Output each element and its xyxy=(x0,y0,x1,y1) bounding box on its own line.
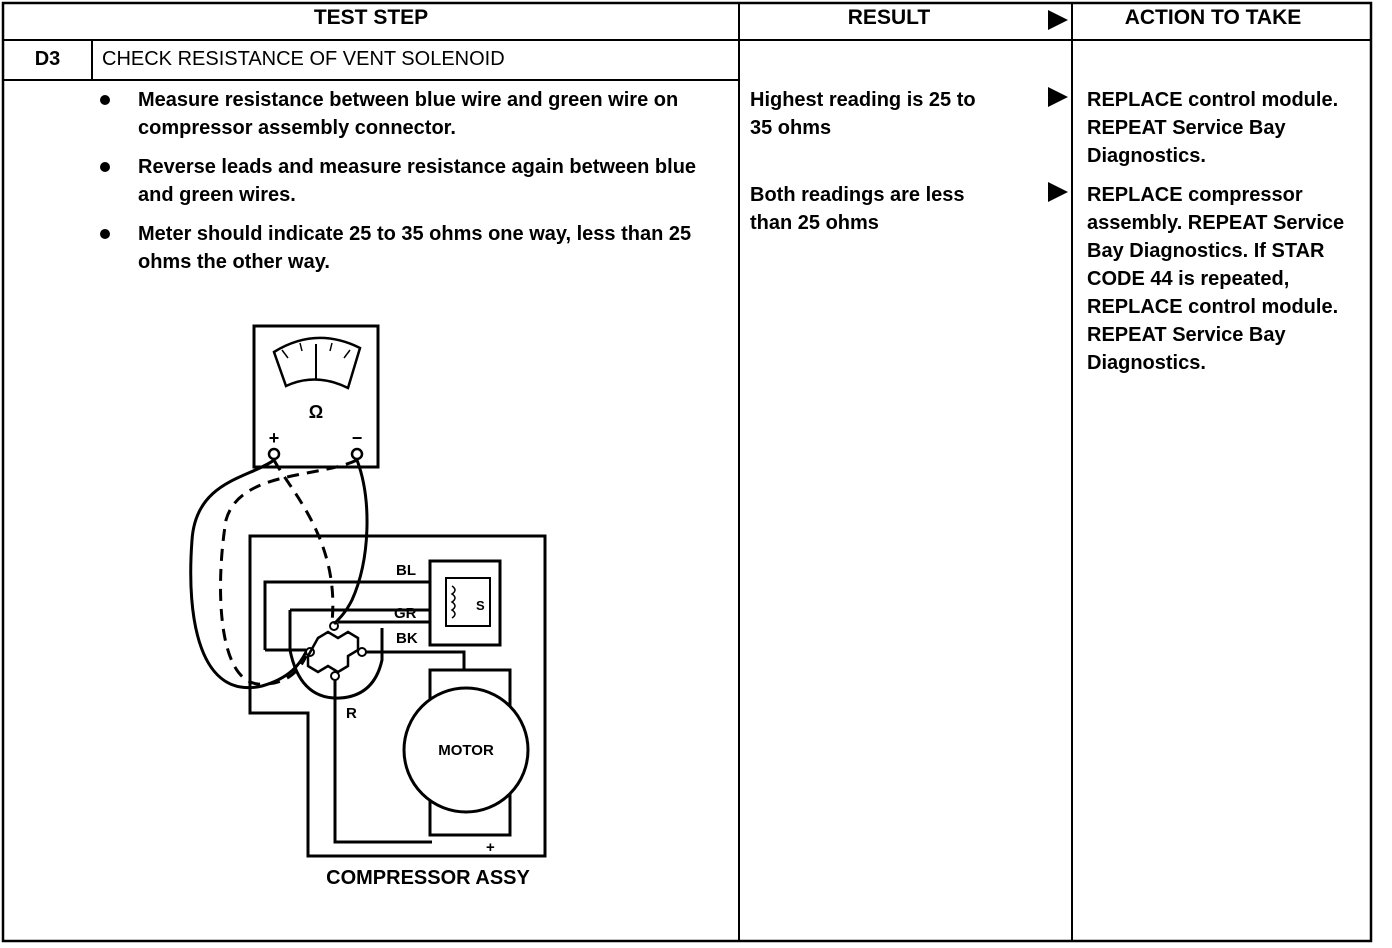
bullet-dot xyxy=(100,95,110,105)
bullet-dot xyxy=(100,162,110,172)
solenoid xyxy=(428,559,502,647)
wire-gr-label: GR xyxy=(394,605,417,622)
motor-plus-label: + xyxy=(486,839,495,856)
solenoid-label: S xyxy=(476,598,485,613)
header-action: ACTION TO TAKE xyxy=(1124,6,1302,29)
instruction-1: Measure resistance between blue wire and… xyxy=(138,89,679,139)
action-1: REPLACE control module. REPEAT Service B… xyxy=(1087,89,1339,167)
wire-r-label: R xyxy=(346,705,357,722)
bullet-dot xyxy=(100,229,110,239)
ohm-symbol: Ω xyxy=(309,402,323,422)
result-2: Both readings are less than 25 ohms xyxy=(750,184,965,234)
wire-bl-label: BL xyxy=(396,562,416,579)
wire-bk-label: BK xyxy=(396,630,418,647)
action-2: REPLACE compressor assembly. REPEAT Serv… xyxy=(1087,184,1345,374)
instruction-3: Meter should indicate 25 to 35 ohms one … xyxy=(138,223,692,273)
meter-minus-label: − xyxy=(352,428,363,448)
step-id: D3 xyxy=(34,48,61,70)
compressor-assembly-outline xyxy=(248,534,547,858)
result-1: Highest reading is 25 to 35 ohms xyxy=(750,89,976,139)
instruction-2: Reverse leads and measure resistance aga… xyxy=(138,156,697,206)
arrow-right-icon xyxy=(1048,10,1068,30)
motor-label: MOTOR xyxy=(438,742,494,759)
arrow-right-icon xyxy=(1048,87,1068,107)
step-title: CHECK RESISTANCE OF VENT SOLENOID xyxy=(102,48,505,70)
diagram-caption: COMPRESSOR ASSY xyxy=(326,867,530,889)
header-test-step: TEST STEP xyxy=(313,6,429,29)
meter-plus-label: + xyxy=(269,428,280,448)
header-result: RESULT xyxy=(847,6,931,29)
ohmmeter xyxy=(252,324,380,469)
arrow-right-icon xyxy=(1048,182,1068,202)
